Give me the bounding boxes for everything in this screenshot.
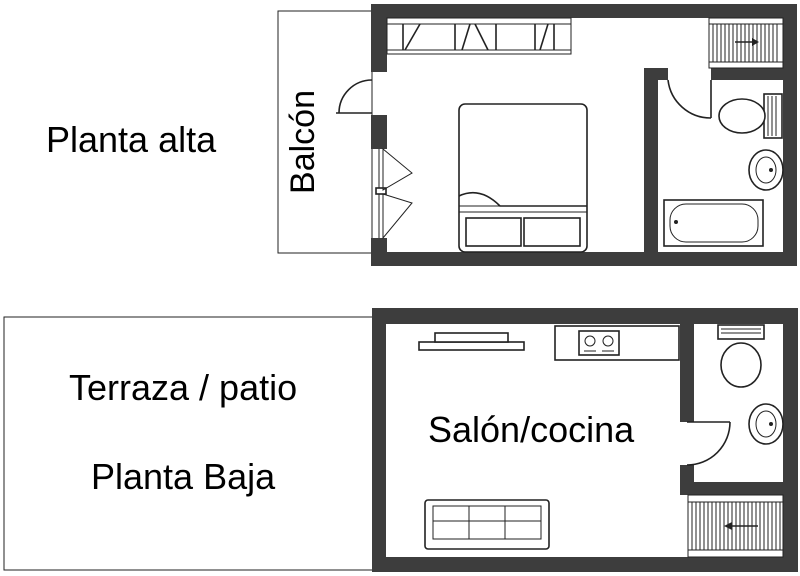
sofa [424,499,550,550]
wardrobe [386,17,572,55]
tv-unit [418,332,525,351]
stairs-upper [708,17,784,69]
upper-wall-right [783,4,797,266]
balcony-door[interactable] [336,79,373,114]
toilet-upper [718,93,783,139]
balcony-window[interactable] [375,147,413,240]
bath-wall-horizontal [711,68,791,80]
terrace-label: Terraza / patio [69,367,297,408]
lower-floor-title: Planta Baja [91,456,276,497]
bathtub [663,199,764,247]
lower-bath-wall-c [680,482,790,495]
upper-floor [277,4,797,266]
upper-wall-left-a [371,4,387,72]
lower-floor [3,308,798,572]
sink-lower [748,403,784,445]
upper-wall-left-c [371,238,387,266]
lower-wall-right [783,308,798,572]
kitchen-counter [554,325,680,361]
stairs-lower [687,494,784,558]
bathroom-door-upper[interactable] [667,79,712,119]
toilet-lower [717,324,765,388]
living-kitchen-label: Salón/cocina [428,409,635,450]
upper-wall-top [371,4,797,18]
lower-wall-bottom [372,557,798,572]
lower-wall-left [372,308,386,572]
sink-upper [748,149,784,191]
lower-bath-wall-a [680,320,694,422]
balcony-label: Balcón [284,90,322,194]
terrace-area [3,316,381,571]
bath-wall-stub [644,68,668,80]
upper-wall-left-b [371,115,387,149]
bathroom-door-lower[interactable] [686,421,731,466]
lower-wall-top [372,308,798,324]
bath-wall-vertical [644,68,658,258]
double-bed [458,103,588,253]
upper-wall-bottom [371,252,797,266]
upper-floor-title: Planta alta [46,119,217,160]
